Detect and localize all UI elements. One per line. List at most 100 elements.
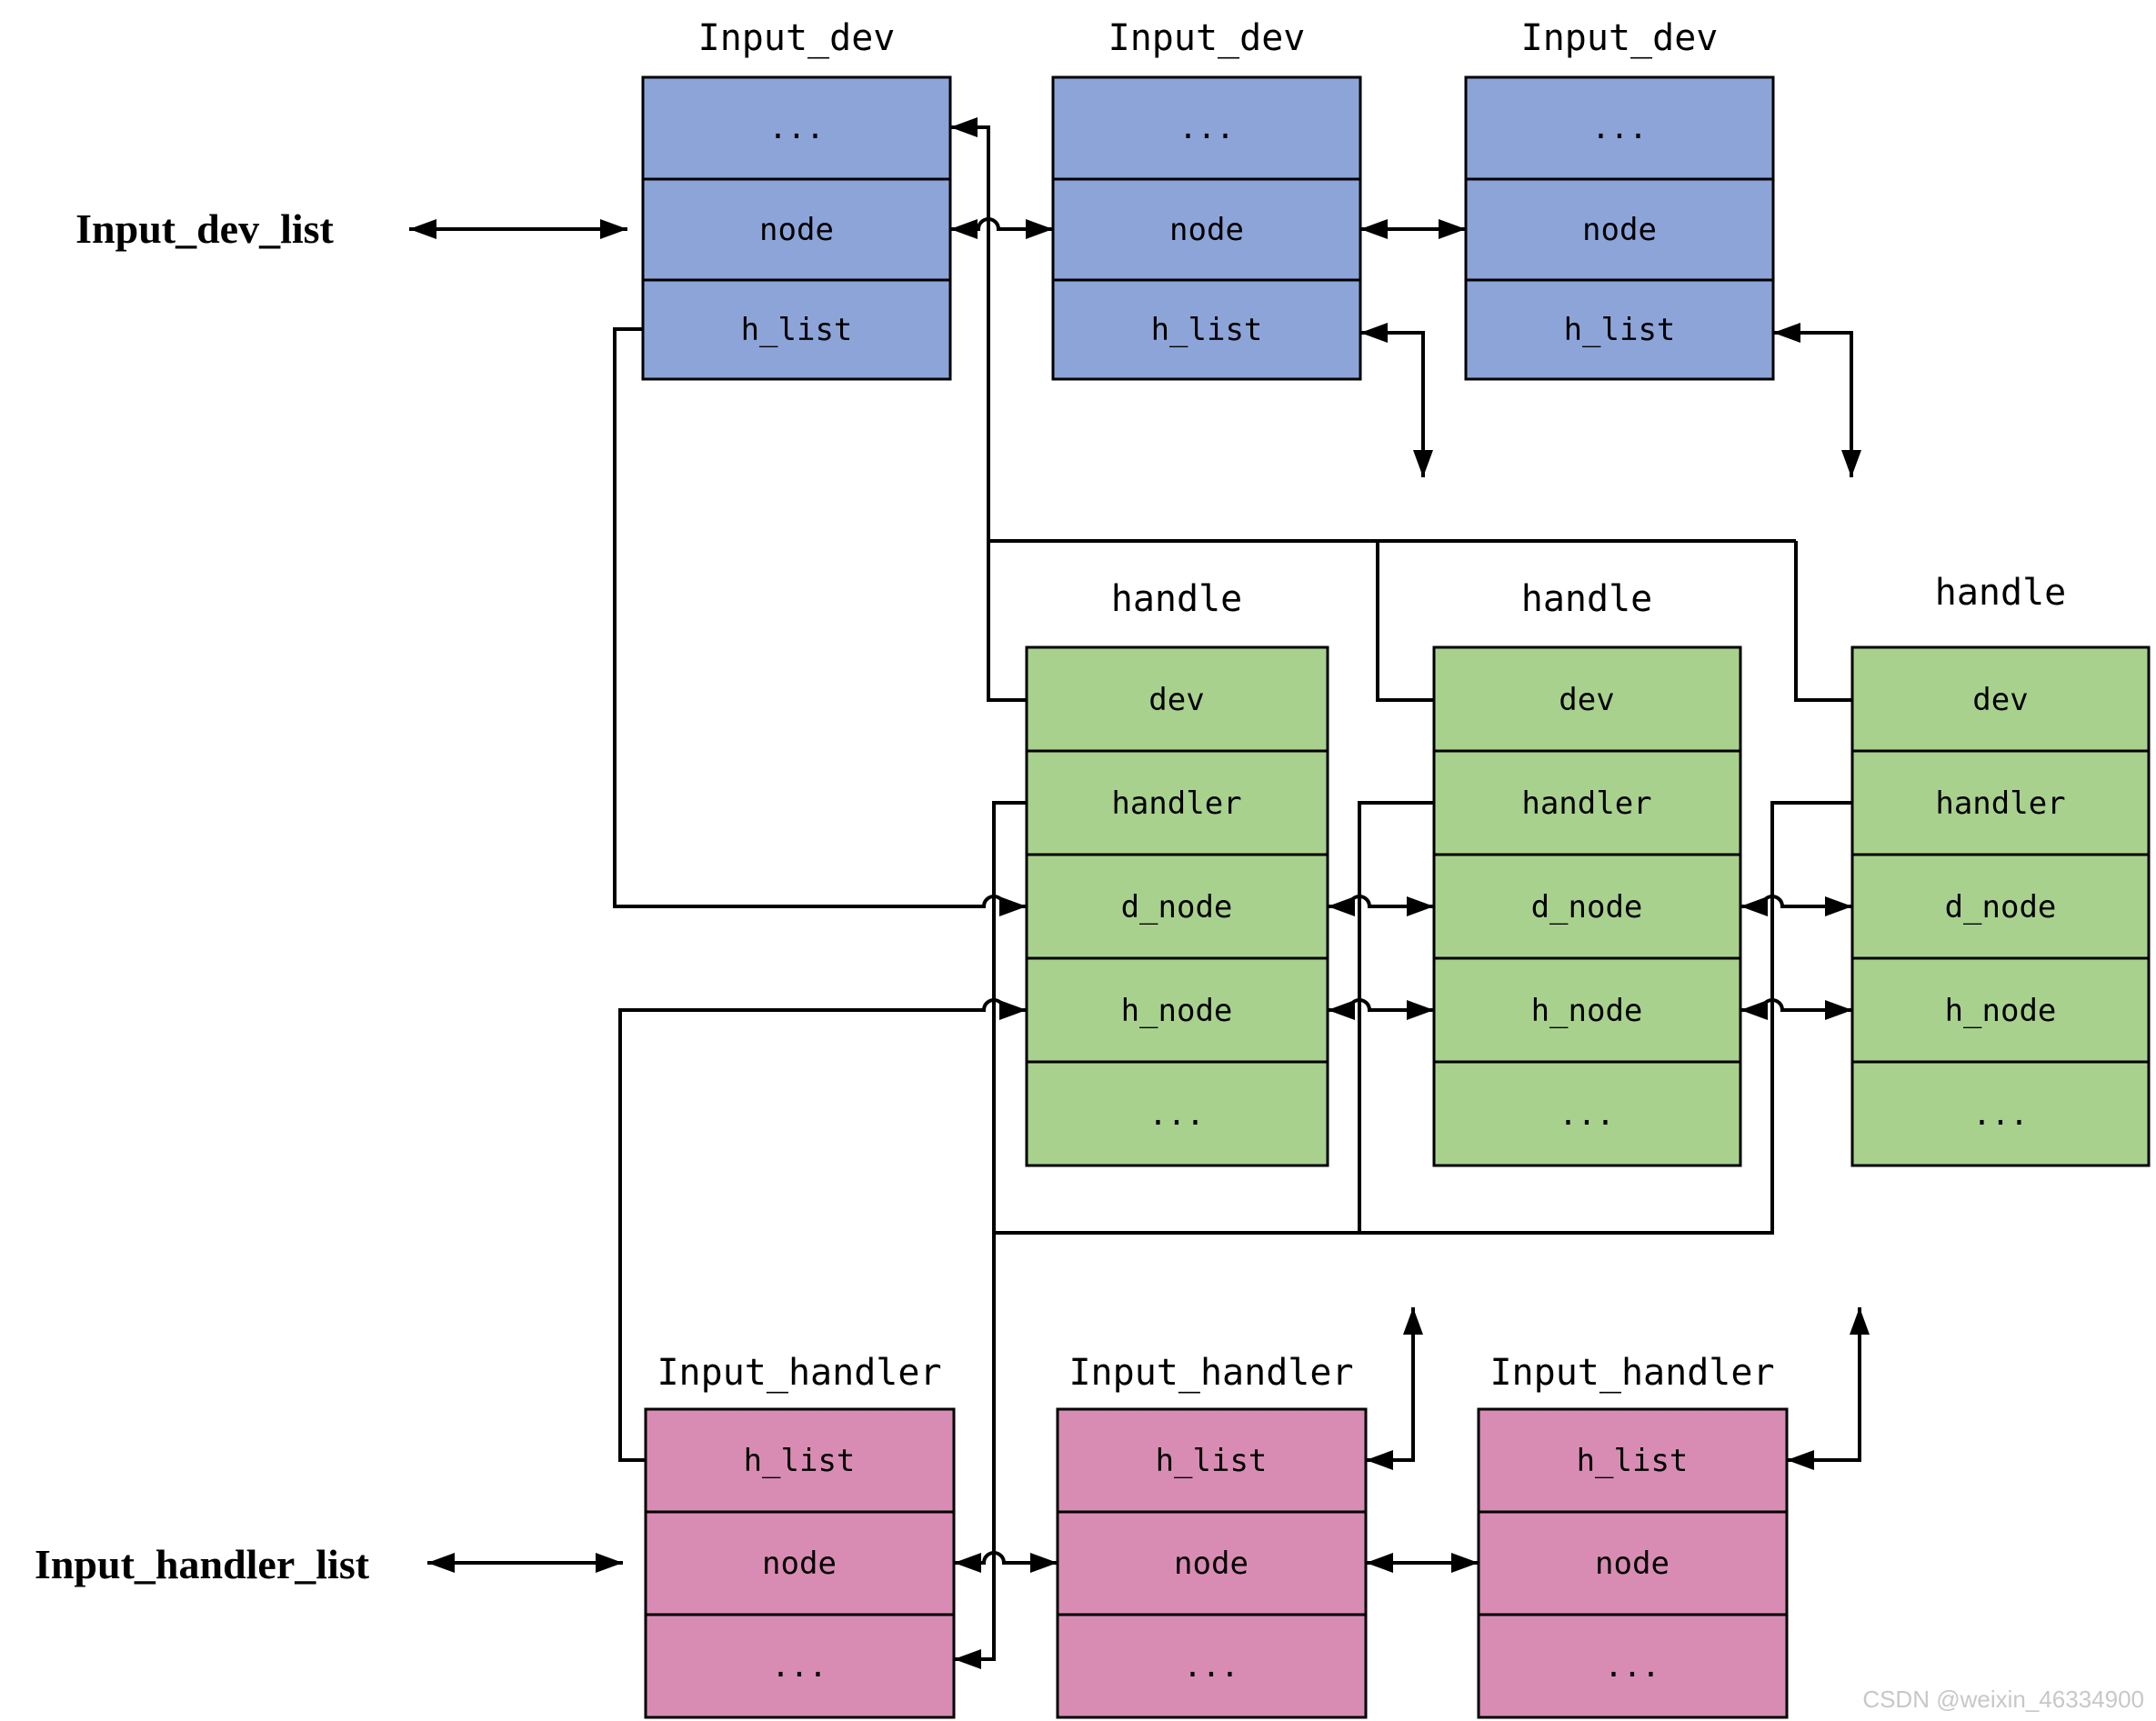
wire-hlist-dnode-line xyxy=(613,327,1027,908)
handle-3-field-handler: handler xyxy=(1935,785,2065,822)
input-handler-2-row-dots xyxy=(1056,1613,1368,1719)
arrowhead-into-dev3-hlist xyxy=(1773,323,1800,343)
handle-3-field-hnode: h_node xyxy=(1945,993,2057,1029)
input-handler-2-row-hlist xyxy=(1056,1407,1368,1514)
input-dev-2-title: Input_dev xyxy=(1108,17,1306,59)
handle-2-field-dev: dev xyxy=(1559,682,1614,718)
arrowhead-into-handle1-hnode xyxy=(999,1000,1027,1020)
handle-2-field-handler: handler xyxy=(1521,785,1651,822)
arrowhead-dev3-hlist-down xyxy=(1841,450,1861,477)
input-dev-list-label: Input_dev_list xyxy=(75,205,334,252)
input-dev-1-title: Input_dev xyxy=(698,17,896,59)
handle-2-row-dots xyxy=(1432,1060,1742,1167)
arrowhead-handle2-dnode xyxy=(1407,896,1434,916)
input-handler-1-row-hlist xyxy=(644,1407,956,1514)
arrowhead-dev1-node xyxy=(950,219,978,239)
input-handler-3-row-hlist xyxy=(1477,1407,1789,1514)
wire-handler1-hlist-to-handle1-hnode xyxy=(618,998,1027,1462)
input-dev-2-row-dots xyxy=(1051,75,1362,181)
input-handler-2-title: Input_handler xyxy=(1068,1352,1353,1394)
input-handler-2-field-hlist: h_list xyxy=(1156,1443,1268,1479)
input-handler-1-field-dots: ... xyxy=(771,1648,827,1685)
arrowhead-handlerlist-left xyxy=(427,1553,455,1573)
input-handler-2-field-node: node xyxy=(1174,1546,1248,1582)
handle-3-field-dev: dev xyxy=(1972,682,2028,718)
input-handler-2-row-node xyxy=(1056,1510,1368,1616)
wire-handles-handler-to-handler1 xyxy=(954,801,1852,1669)
arrowhead-handler1-node xyxy=(954,1553,981,1573)
handle-1-row-handler xyxy=(1025,749,1329,856)
arrowhead-dev2-node xyxy=(1026,219,1053,239)
wire-input-handler-list xyxy=(427,1553,623,1573)
input-dev-1-row-hlist xyxy=(641,278,952,381)
handle-3-row-handler xyxy=(1850,749,2151,856)
wire-handle2-handle3-dnode xyxy=(1740,895,1852,916)
handle-2-field-hnode: h_node xyxy=(1531,993,1643,1029)
handle-3-row-dots xyxy=(1850,1060,2151,1167)
arrowhead-handle3-hnode xyxy=(1825,1000,1852,1020)
wire-input-dev-list xyxy=(409,219,627,239)
input-handler-3-title: Input_handler xyxy=(1489,1352,1774,1394)
handle-3-title: handle xyxy=(1935,572,2067,614)
arrowhead-into-handle1-dnode xyxy=(999,896,1027,916)
arrowhead-handler3-node xyxy=(1451,1553,1479,1573)
input-dev-2-field-dots: ... xyxy=(1178,110,1234,146)
input-dev-1-row-node xyxy=(641,177,952,282)
handle-1-field-dots: ... xyxy=(1148,1096,1204,1133)
input-handler-1-field-hlist: h_list xyxy=(744,1443,856,1479)
input-handler-3: Input_handler h_list node ... xyxy=(1477,1352,1789,1719)
handle-3: handle dev handler d_node h_node ... xyxy=(1850,572,2151,1167)
arrowhead-handler2-node xyxy=(1030,1553,1058,1573)
arrowhead-handler2-node-right xyxy=(1366,1553,1393,1573)
arrowhead-into-dev2-hlist xyxy=(1360,323,1388,343)
wire-handler3-hlist-line xyxy=(1787,1307,1861,1462)
input-handler-3-row-dots xyxy=(1477,1613,1789,1719)
input-dev-3-title: Input_dev xyxy=(1521,17,1719,59)
handle-2-title: handle xyxy=(1521,578,1653,620)
wire-dev2-hlist-line xyxy=(1360,331,1425,477)
wire-handler1-handler2-node xyxy=(954,1551,1058,1573)
arrowhead-handler2-hlist-up xyxy=(1403,1307,1423,1335)
input-dev-1-row-dots xyxy=(641,75,952,181)
wire-dev1-hlist-to-handle1-dnode xyxy=(613,327,1027,916)
handle-1-row-dev xyxy=(1025,645,1329,753)
handle-3-row-hnode xyxy=(1850,956,2151,1064)
input-dev-1: Input_dev ... node h_list xyxy=(641,17,952,381)
arrowhead-handlerlist-right xyxy=(596,1553,623,1573)
arrowhead-dev3-node xyxy=(1439,219,1466,239)
handle-3-field-dots: ... xyxy=(1972,1096,2028,1133)
wire-handles-dev-to-dev1 xyxy=(950,117,1852,702)
wire-handle1-handle2-hnode xyxy=(1328,998,1434,1020)
arrowhead-into-handler3-hlist xyxy=(1787,1450,1814,1470)
input-handler-2: Input_handler h_list node ... xyxy=(1056,1352,1368,1719)
input-dev-3-row-hlist xyxy=(1464,278,1775,381)
wire-handler2-handler3-node xyxy=(1366,1553,1479,1573)
arrowhead-handle3-dnode xyxy=(1825,896,1852,916)
arrowhead-into-handler1-dots xyxy=(954,1649,981,1669)
arrowhead-dev2-hlist-down xyxy=(1413,450,1433,477)
handle-3-row-dev xyxy=(1850,645,2151,753)
input-dev-2-field-node: node xyxy=(1169,212,1244,248)
arrowhead-handle1-dnode xyxy=(1328,896,1355,916)
input-handler-1-title: Input_handler xyxy=(657,1352,941,1394)
input-dev-1-field-dots: ... xyxy=(768,110,824,146)
wire-handler1-handler2-line xyxy=(954,1551,1058,1565)
arrowhead-devlist-right xyxy=(600,219,627,239)
arrowhead-into-handler2-hlist xyxy=(1366,1450,1393,1470)
arrowhead-handler3-hlist-up xyxy=(1850,1307,1870,1335)
handle-2: handle dev handler d_node h_node ... xyxy=(1432,578,1742,1167)
input-dev-1-field-hlist: h_list xyxy=(741,312,853,348)
input-dev-2: Input_dev ... node h_list xyxy=(1051,17,1362,381)
wire-dev3-hlist-line xyxy=(1773,331,1853,477)
arrowhead-into-dev1-dots xyxy=(950,117,978,137)
handle-1-row-dots xyxy=(1025,1060,1329,1167)
handle-1: handle dev handler d_node h_node ... xyxy=(1025,578,1329,1167)
handle-2-field-dnode: d_node xyxy=(1531,889,1643,926)
handle-1-field-handler: handler xyxy=(1111,785,1241,822)
wire-dev-trunk xyxy=(950,125,1852,702)
handle-1-field-dev: dev xyxy=(1148,682,1204,718)
watermark-text: CSDN @weixin_46334900 xyxy=(1862,1686,2144,1713)
wire-dev3-hlist xyxy=(1773,323,1861,477)
input-handler-3-field-hlist: h_list xyxy=(1577,1443,1689,1479)
wire-handle1-handle2-dnode xyxy=(1328,895,1434,916)
